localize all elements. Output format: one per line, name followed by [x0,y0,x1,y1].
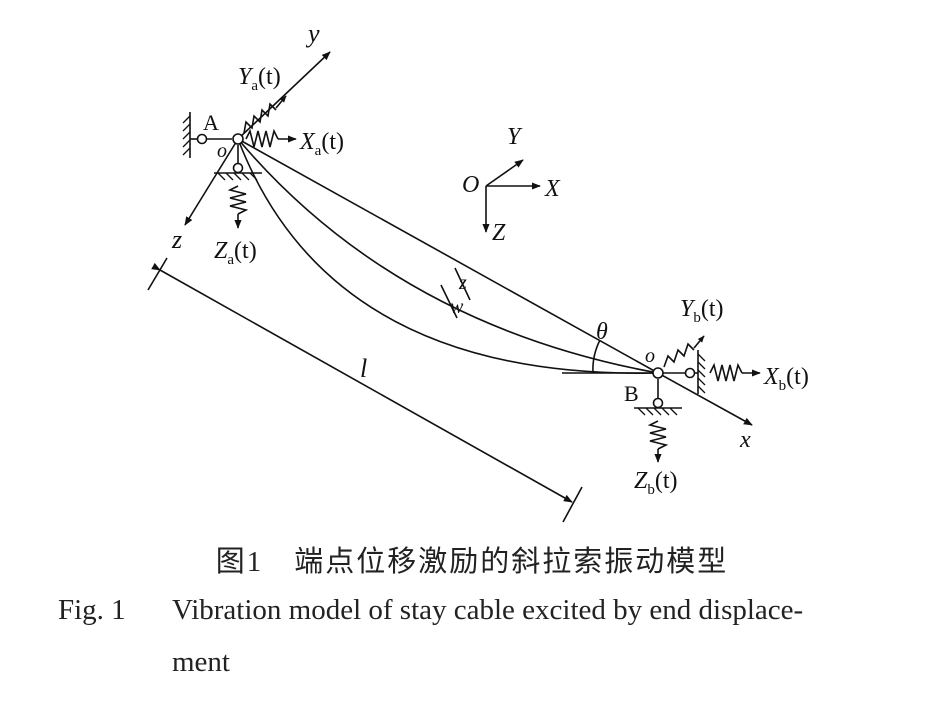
roller-b-right [684,367,696,379]
global-axis-y [485,159,524,187]
label-angle: θ [596,319,608,345]
label-defl-w: w [450,296,464,318]
label-global-y: Y [507,124,523,150]
label-global-x: X [544,176,561,202]
caption-english-line1: Vibration model of stay cable excited by… [172,594,804,626]
spring-za [227,185,249,215]
label-axis-y: y [305,19,320,48]
label-xb: Xb(t) [763,364,809,394]
spring-ya [243,102,277,134]
roller-b-bottom [652,397,664,409]
wall-a-hatch [182,115,191,156]
roller-a-bottom [232,162,244,174]
node-b [652,367,664,379]
label-global-origin: O [462,172,479,198]
cable-chord [237,138,659,374]
label-zb: Zb(t) [634,468,678,498]
label-length: l [360,354,367,383]
angle-arc [592,339,601,374]
defl-z-tick [454,267,471,301]
caption-english-line2: ment [172,646,230,678]
label-xa: Xa(t) [299,129,344,159]
label-za: Za(t) [214,238,257,268]
length-dim-tick-end [562,486,583,523]
axis-z-local [184,138,239,226]
node-a [232,133,244,145]
caption-figure-number: Fig. 1 [58,594,126,626]
roller-a-left [196,133,208,145]
label-point-a: A [203,110,219,135]
length-dim-tick-start [147,257,168,291]
label-axis-z: z [171,225,182,254]
spring-yb [663,342,695,368]
label-yb: Yb(t) [680,296,724,326]
label-origin-a: o [217,140,227,162]
spring-xa [245,128,279,148]
label-origin-b: o [645,345,655,367]
label-defl-z: z [458,272,467,294]
label-global-z: Z [492,220,506,246]
wall-b-hatch [697,353,706,394]
ground-a-hatch [217,172,258,181]
spring-xb [709,362,743,382]
label-point-b: B [624,381,639,406]
caption-chinese: 图1 端点位移激励的斜拉索振动模型 [215,546,729,578]
defl-w-tick [440,284,458,319]
length-dim-line [151,262,573,503]
axis-x-local [657,372,753,426]
spring-zb [647,420,669,450]
label-ya: Ya(t) [238,64,281,94]
ground-b-hatch [637,407,678,416]
label-axis-x: x [739,427,751,453]
